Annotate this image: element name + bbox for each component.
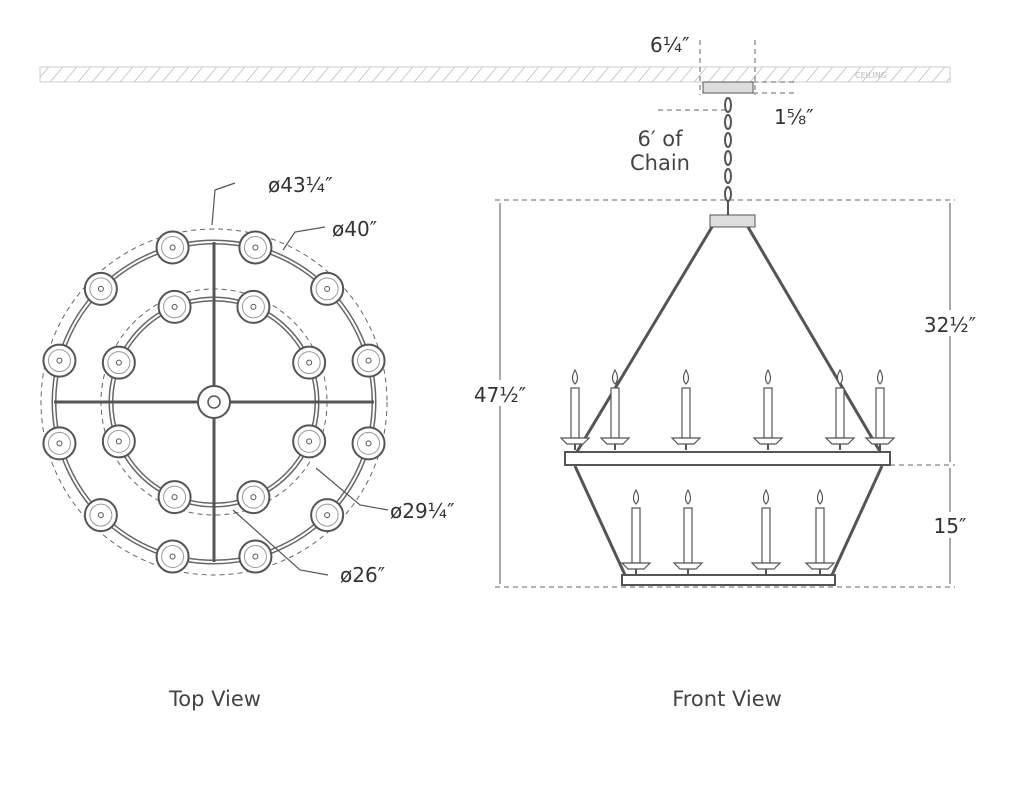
candle-cup — [292, 345, 327, 380]
candle-cup — [236, 480, 271, 515]
canopy-width-dimension: 6¼″ — [650, 33, 690, 57]
frame — [573, 226, 884, 576]
candle — [559, 368, 591, 450]
candle — [752, 368, 784, 450]
candle-cup — [238, 539, 273, 574]
candle-cup — [351, 426, 386, 461]
candle-cup — [83, 271, 118, 306]
upper-ring — [564, 451, 891, 466]
candle-cup — [101, 345, 136, 380]
candle — [620, 488, 652, 575]
lower-ring — [621, 574, 836, 586]
candle-cup — [157, 480, 192, 515]
outer-overall-circle — [40, 228, 388, 576]
candle-cup — [292, 424, 327, 459]
ceiling — [39, 66, 951, 83]
candle-cup — [351, 343, 386, 378]
canopy — [702, 81, 754, 94]
outer-overall-dimension: ø43¼″ — [268, 173, 333, 197]
candle-cup — [236, 289, 271, 324]
inner-overall-dimension: ø29¼″ — [390, 499, 455, 523]
chain — [724, 97, 732, 215]
candle — [670, 368, 702, 450]
candle-cups — [42, 230, 386, 574]
candle — [864, 368, 896, 450]
candle-cup — [157, 289, 192, 324]
candle — [672, 488, 704, 575]
canopy-height-dimension: 1⅝″ — [774, 105, 814, 129]
front-view: CEILING — [39, 33, 982, 711]
top-view-label: Top View — [168, 687, 261, 711]
chain-length-line1: 6′ of — [637, 127, 683, 151]
outer-ring-dimension: ø40″ — [332, 217, 377, 241]
ceiling-label: CEILING — [855, 71, 887, 80]
chain-length-line2: Chain — [630, 151, 690, 175]
candles — [559, 368, 896, 575]
candle-cup — [238, 230, 273, 265]
lower-height-dimension: 15″ — [934, 514, 967, 538]
candle-cup — [101, 424, 136, 459]
candle-cup — [310, 498, 345, 533]
overall-height-dimension: 47½″ — [474, 383, 526, 407]
candle — [824, 368, 856, 450]
candle-cup — [83, 498, 118, 533]
candle — [599, 368, 631, 450]
front-view-label: Front View — [672, 687, 782, 711]
upper-height-dimension: 32½″ — [924, 313, 976, 337]
candle-cup — [155, 539, 190, 574]
candle-cup — [155, 230, 190, 265]
inner-ring-dimension: ø26″ — [340, 563, 385, 587]
top-view: ø43¼″ ø40″ ø29¼″ ø26″ Top View — [40, 173, 455, 711]
candle-cup — [42, 343, 77, 378]
candle — [750, 488, 782, 575]
candle-cup — [42, 426, 77, 461]
top-cap — [709, 214, 756, 228]
candle — [804, 488, 836, 575]
candle-cup — [310, 271, 345, 306]
